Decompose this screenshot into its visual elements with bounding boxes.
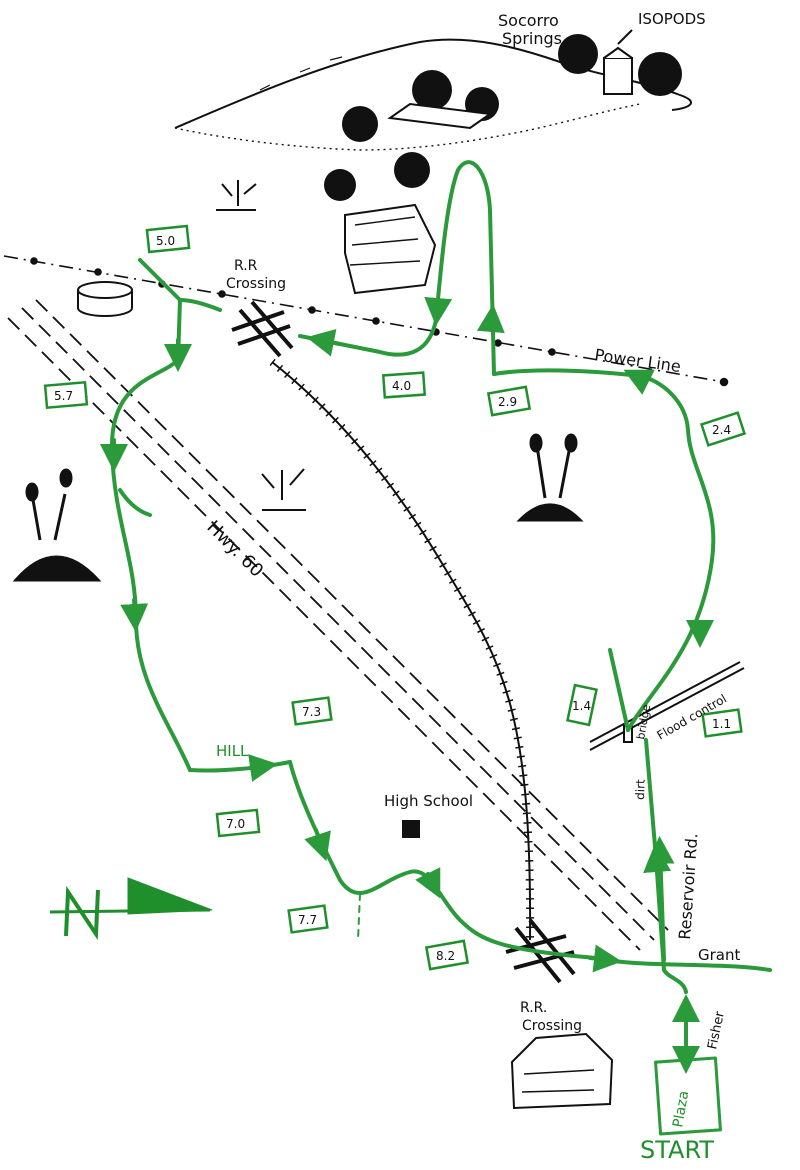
isopods-pointer <box>617 29 633 45</box>
building-icon <box>510 1032 614 1110</box>
plaza-label: Plaza <box>670 1090 692 1129</box>
mile-marker-7-0: 7.0 <box>226 817 245 831</box>
mile-marker-5-0: 5.0 <box>156 234 175 248</box>
mile-marker-2-9: 2.9 <box>498 395 517 409</box>
reservoir-rd-label: Reservoir Rd. <box>675 832 701 940</box>
highway-60 <box>7 299 669 951</box>
railroad-crossing-icon <box>231 300 576 984</box>
rr-crossing-north-label-2: Crossing <box>226 276 286 292</box>
tree-icon <box>324 34 682 201</box>
water-tank-icon <box>76 203 437 317</box>
high-school-building <box>402 820 420 838</box>
rr-crossing-south-label-1: R.R. <box>520 1000 547 1016</box>
trail-route <box>100 160 772 1136</box>
rr-crossing-south-label-2: Crossing <box>522 1018 582 1034</box>
rr-crossing-north-label-1: R.R <box>234 258 258 274</box>
mile-marker-4-0: 4.0 <box>392 379 411 393</box>
hill-label: HILL <box>216 742 249 760</box>
cactus-icon <box>216 180 306 511</box>
mountain-ridge <box>174 38 693 151</box>
mile-marker-5-7: 5.7 <box>54 389 73 403</box>
grant-label: Grant <box>698 946 740 964</box>
mile-marker-1-1: 1.1 <box>712 717 731 731</box>
mile-marker-8-2: 8.2 <box>436 949 455 963</box>
socorro-springs-label-2: Springs <box>502 29 562 48</box>
railroad <box>269 358 535 941</box>
north-arrow-icon <box>49 877 213 941</box>
mile-marker-signs <box>43 224 747 971</box>
mile-marker-1-4: 1.4 <box>572 699 591 713</box>
highway-label: Hwy. 60 <box>202 517 267 582</box>
mile-marker-2-4: 2.4 <box>712 423 731 437</box>
high-school-label: High School <box>384 792 473 810</box>
start-label: START <box>640 1136 714 1164</box>
socorro-springs-label-1: Socorro <box>498 11 559 30</box>
isopods-label: ISOPODS <box>638 10 706 28</box>
yucca-icon <box>12 433 584 582</box>
fisher-label: Fisher <box>705 1009 728 1050</box>
dirt-label: dirt <box>633 779 648 800</box>
spring-house <box>387 46 633 130</box>
bridge-label: bridge <box>634 703 653 740</box>
mile-marker-7-7: 7.7 <box>298 913 317 927</box>
mile-marker-7-3: 7.3 <box>302 705 321 719</box>
